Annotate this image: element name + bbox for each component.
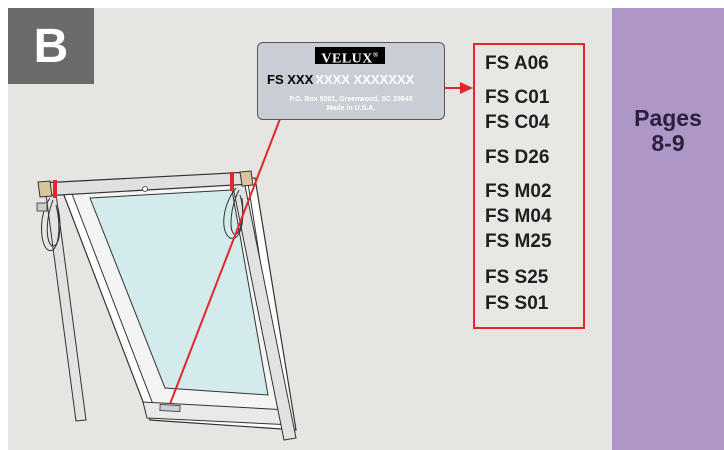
cassette-screw	[142, 186, 148, 192]
page-reference-panel: Pages 8-9	[612, 8, 724, 450]
code-item: FS C01	[485, 87, 550, 108]
page-reference: Pages 8-9	[612, 106, 724, 156]
code-item: FS C04	[485, 112, 550, 133]
right-red-marker	[230, 172, 234, 190]
left-bracket	[36, 202, 48, 212]
code-list: FS A06 FS C01 FS C04 FS D26 FS M02 FS M0…	[473, 43, 585, 329]
code-item: FS S01	[485, 293, 549, 314]
brand-mark: ®	[372, 51, 379, 59]
page-reference-label: Pages	[634, 105, 702, 131]
code-item: FS S25	[485, 267, 549, 288]
label-address: P.O. Box 5001, Greenwood, SC 29648 Made …	[258, 95, 444, 113]
code-item: FS A06	[485, 53, 549, 74]
left-end-cap	[37, 180, 53, 198]
left-cord-loop-2	[46, 199, 61, 247]
right-cord-loop-2	[230, 189, 244, 235]
address-line-2: Made in U.S.A.	[326, 105, 376, 112]
code-item: FS M25	[485, 231, 552, 252]
product-code-main: FS XXX	[267, 72, 314, 87]
right-end-cap	[239, 170, 254, 187]
arrow-head	[460, 82, 473, 94]
left-red-marker	[53, 180, 57, 198]
brand-name: VELUX	[321, 51, 373, 67]
code-item: FS M02	[485, 181, 552, 202]
left-cord-loop	[41, 197, 60, 252]
product-code-rest: XXXX XXXXXXX	[315, 72, 415, 87]
section-badge: B	[8, 8, 94, 84]
window-glass	[89, 189, 269, 396]
sill-label	[159, 404, 181, 412]
page-reference-range: 8-9	[651, 130, 685, 156]
code-item: FS D26	[485, 147, 550, 168]
code-item: FS M04	[485, 206, 552, 227]
brand-logo: VELUX®	[315, 47, 385, 67]
skylight-illustration	[36, 64, 473, 441]
connector-line	[169, 92, 291, 405]
address-line-1: P.O. Box 5001, Greenwood, SC 29648	[289, 96, 413, 103]
